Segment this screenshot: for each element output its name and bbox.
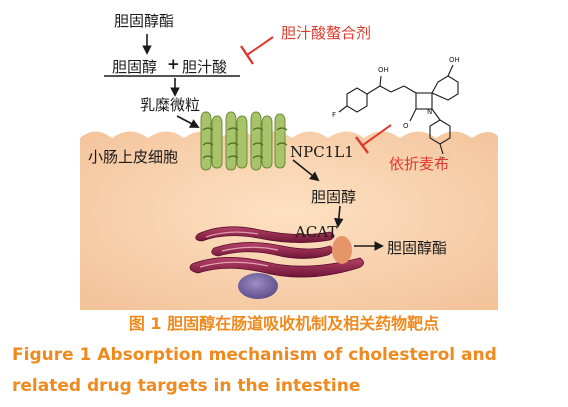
atom-n: N [427, 108, 432, 116]
atom-oh-1: OH [378, 66, 389, 74]
figure-caption-chinese: 图 1 胆固醇在肠道吸收机制及相关药物靶点 [128, 314, 440, 333]
er-highlight [199, 261, 269, 268]
label-cholesterol-ester-out: 胆固醇酯 [387, 239, 448, 257]
er-highlight [205, 231, 259, 238]
label-bile-acid: 胆汁酸 [182, 58, 228, 76]
label-epithelial-cell: 小肠上皮细胞 [88, 148, 179, 166]
figure-caption-english-line2: related drug targets in the intestine [12, 376, 361, 396]
atom-f-2: F [441, 156, 445, 164]
atom-o: O [403, 122, 409, 130]
er-highlight [221, 246, 279, 252]
npc1l1-transporter [200, 111, 286, 171]
label-cholesterol-ester-top: 胆固醇酯 [114, 12, 175, 30]
arrow-micelle-to-npc1l1 [176, 115, 200, 128]
atom-f-1: F [332, 111, 336, 119]
atom-oh-2: OH [449, 56, 460, 64]
ezetimibe-inhibition-line [362, 124, 392, 146]
label-plus: + [167, 55, 180, 73]
figure-caption-english-line1: Figure 1 Absorption mechanism of cholest… [12, 345, 497, 365]
nucleus [238, 273, 278, 299]
arrow-npc1l1-to-cholesterol [292, 159, 320, 182]
label-ezetimibe: 依折麦布 [389, 155, 450, 173]
ezetimibe-inhibition-bar [355, 136, 369, 154]
label-cholesterol-in-cell: 胆固醇 [311, 188, 357, 206]
epithelial-cell [80, 131, 498, 310]
label-npc1l1: NPC1L1 [290, 143, 354, 161]
ezetimibe-molecule [338, 64, 459, 155]
label-micelle: 乳糜微粒 [140, 96, 201, 114]
npc1l1-transporter-loops [202, 127, 288, 159]
label-cholesterol: 胆固醇 [112, 58, 158, 76]
chelator-inhibition-bar [240, 45, 254, 65]
arrow-cholesterol-to-acat [333, 205, 344, 228]
chelator-inhibition-line [246, 36, 274, 56]
label-bile-acid-chelator: 胆汁酸螯合剂 [281, 24, 372, 42]
acat-enzyme [332, 236, 352, 264]
label-acat: ACAT [295, 223, 338, 241]
cholesterol-absorption-diagram: OH OH F F N O [80, 34, 498, 310]
